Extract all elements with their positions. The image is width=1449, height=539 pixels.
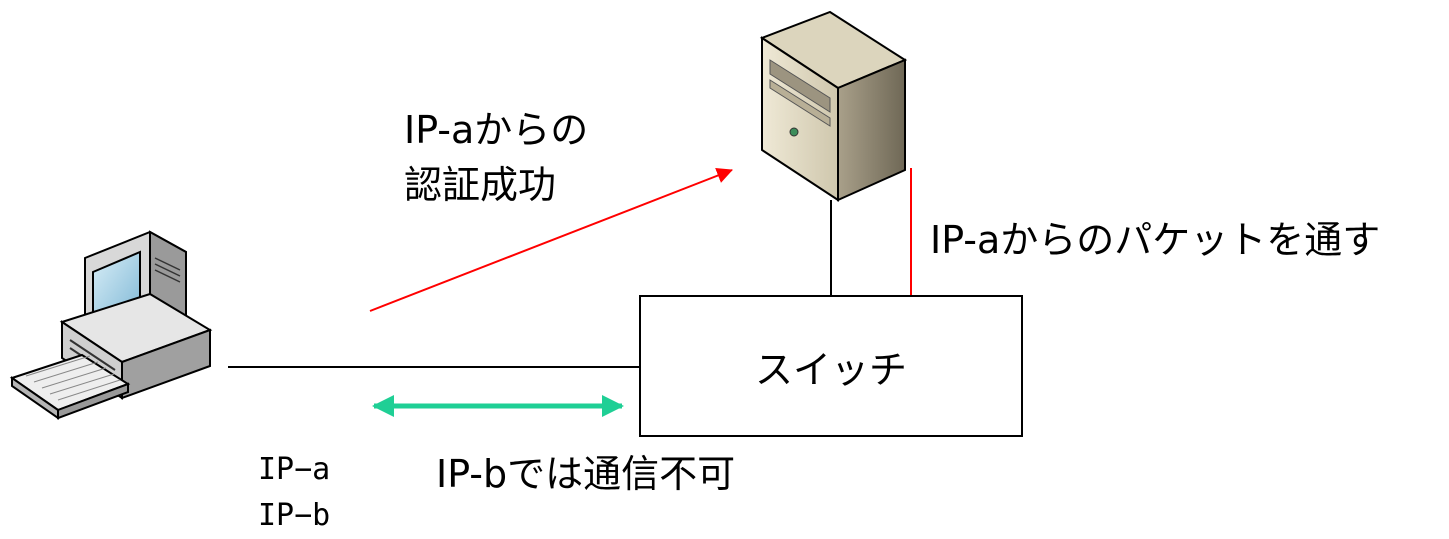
auth-success-arrow — [369, 167, 733, 312]
ip-b-blocked-label: IP-bでは通信不可 — [436, 452, 736, 496]
auth-success-label-line2: 認証成功 — [404, 163, 557, 207]
pass-packets-label: IP-aからのパケットを通す — [930, 218, 1381, 262]
switch-node: スイッチ — [639, 295, 1023, 437]
ip-b-label: IP−b — [258, 498, 331, 533]
ip-a-label: IP−a — [258, 452, 331, 487]
tower-server-icon — [759, 10, 908, 202]
auth-success-label-line1: IP-aからの — [404, 108, 589, 152]
switch-label: スイッチ — [754, 347, 907, 392]
desktop-computer-icon — [9, 230, 213, 420]
